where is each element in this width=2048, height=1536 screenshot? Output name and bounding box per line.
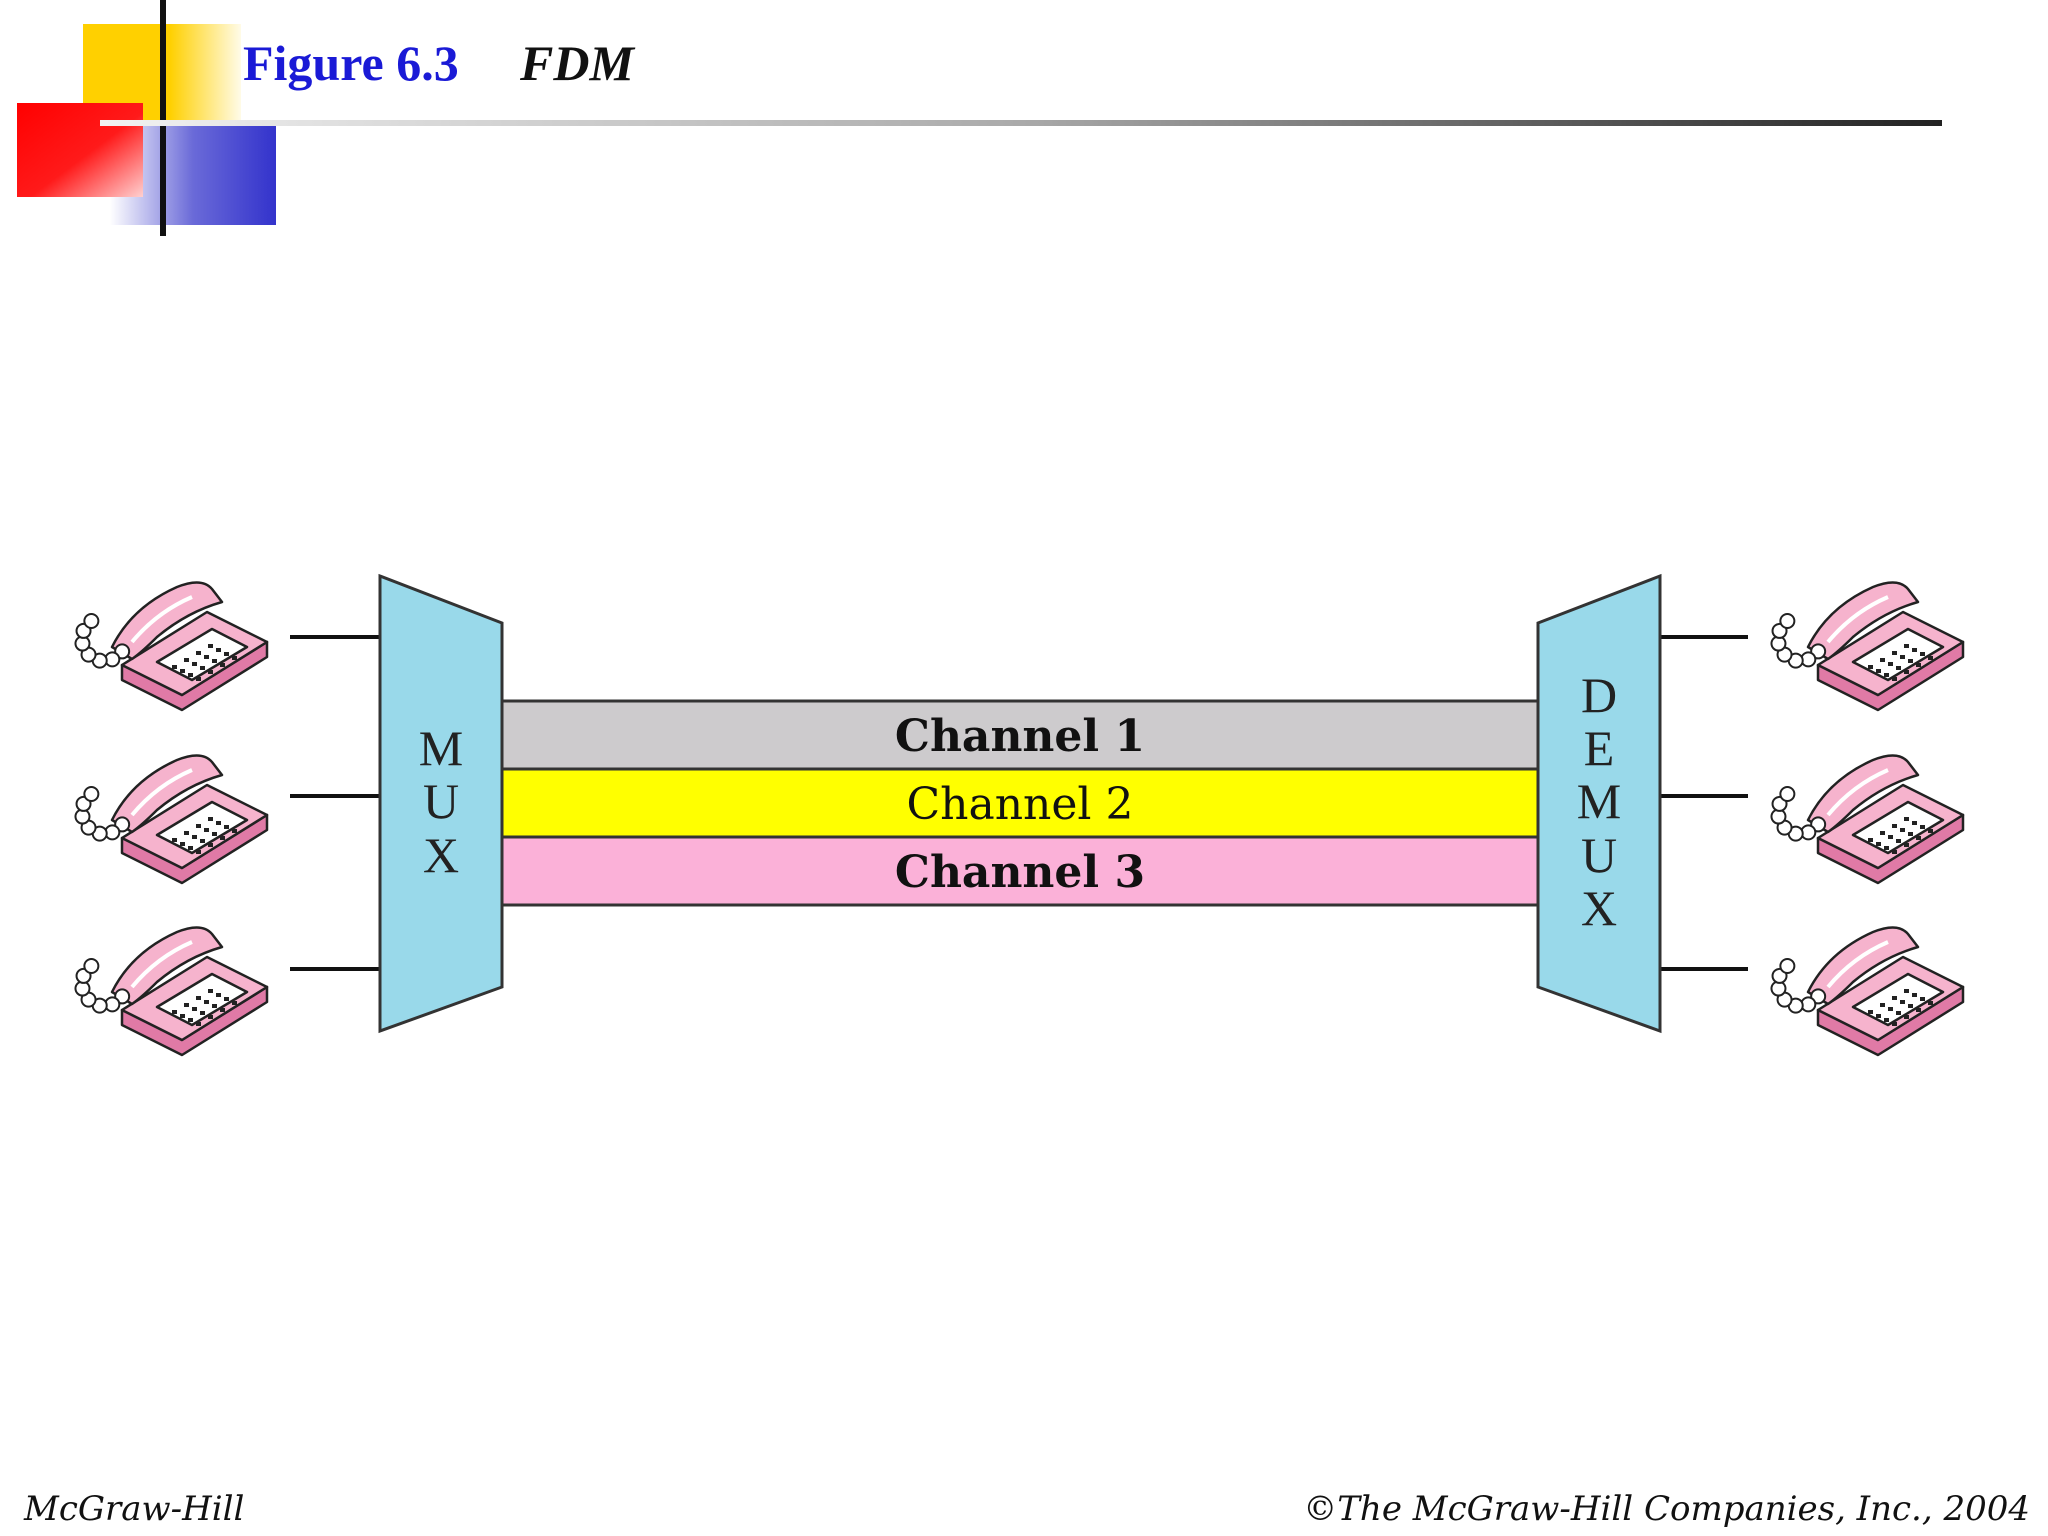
demux-shape [1536, 573, 1662, 1034]
telephones [74, 581, 1965, 1057]
footer-copyright: ©The McGraw-Hill Companies, Inc., 2004 [1303, 1489, 2030, 1529]
telephone-icon [74, 581, 269, 712]
figure-title: FDM [519, 35, 635, 91]
channel-link: Channel 1 Channel 2 Channel 3 [500, 699, 1540, 907]
channel-label: Channel 2 [906, 779, 1133, 830]
telephone-icon [1770, 754, 1965, 885]
mux-letter: X [423, 827, 459, 883]
telephone-icon [1770, 926, 1965, 1057]
mux-letter: U [423, 773, 459, 829]
slide-logo [17, 0, 276, 236]
demux-box: D E M U X [1536, 573, 1662, 1034]
demux-letter: E [1584, 720, 1615, 776]
telephone-icon [74, 926, 269, 1057]
mux-letter: M [419, 720, 463, 776]
demux-letter: U [1581, 827, 1617, 883]
mux-shape [378, 573, 504, 1034]
demux-letter: X [1581, 880, 1617, 936]
logo-red-square [17, 103, 143, 197]
demux-letter: D [1581, 667, 1617, 723]
footer-publisher: McGraw-Hill [23, 1489, 244, 1529]
mux-box: M U X [378, 573, 504, 1034]
output-lines [1659, 635, 1748, 971]
telephone-icon [1770, 581, 1965, 712]
channel-label: Channel 1 [895, 711, 1145, 762]
input-lines [290, 635, 382, 971]
telephone-icon [74, 754, 269, 885]
header-rule [100, 120, 1942, 126]
demux-letter: M [1577, 773, 1621, 829]
channel-label: Channel 3 [895, 847, 1145, 898]
figure-label: Figure 6.3 [243, 35, 459, 91]
